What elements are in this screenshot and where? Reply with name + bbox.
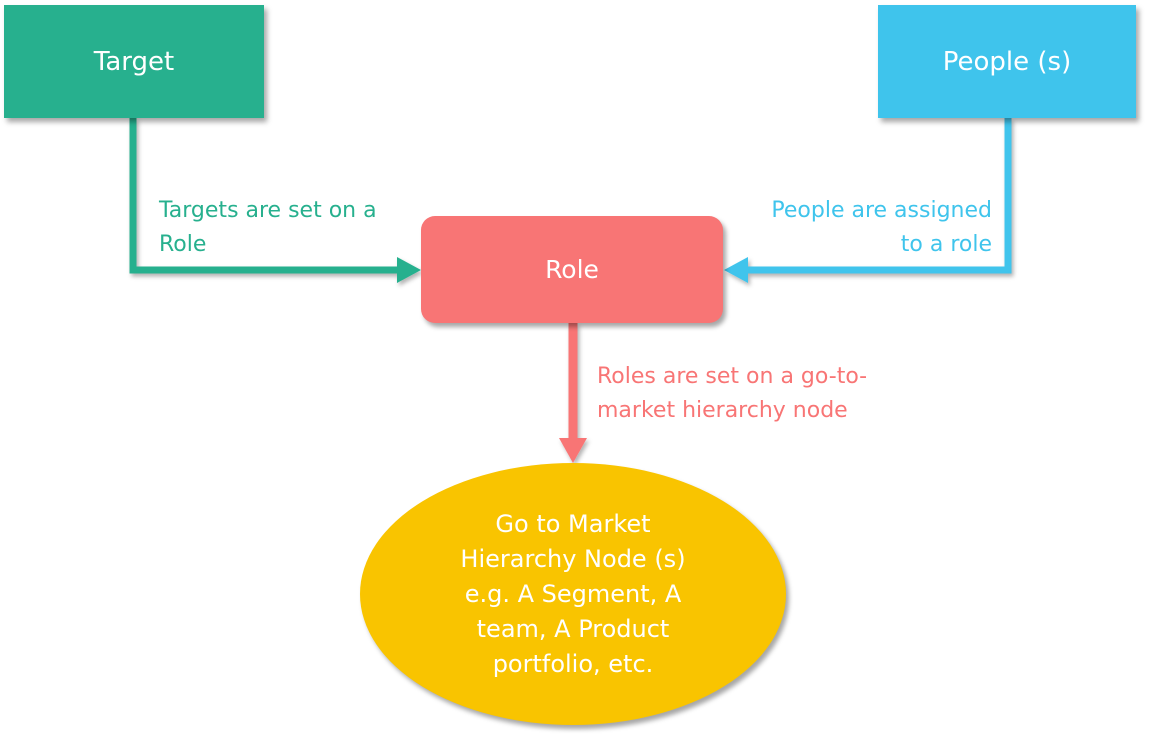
people-node: People (s) <box>878 5 1136 118</box>
people-node-label: People (s) <box>942 46 1072 77</box>
target-to-role-arrowhead <box>397 257 421 283</box>
people-to-role-connector <box>724 118 1012 283</box>
target-to-role-label: Targets are set on a Role <box>159 198 377 257</box>
target-node-label: Target <box>93 46 175 77</box>
people-to-role-arrowhead <box>724 257 748 283</box>
role-node: Role <box>421 216 723 323</box>
role-node-label: Role <box>545 255 599 284</box>
role-to-gtm-label: Roles are set on a go-to-market hierarch… <box>597 364 868 423</box>
people-to-role-label: People are assigned to a role <box>771 198 992 257</box>
target-node: Target <box>4 5 264 118</box>
target-to-role-line <box>129 118 398 274</box>
role-to-gtm-arrowhead <box>559 438 587 463</box>
people-to-role-line <box>747 118 1012 274</box>
gtm-hierarchy-node: Go to Market Hierarchy Node (s) e.g. A S… <box>360 463 786 725</box>
gtm-hierarchy-node-label: Go to Market Hierarchy Node (s) e.g. A S… <box>460 509 686 678</box>
role-to-gtm-connector <box>559 323 587 463</box>
target-to-role-connector <box>129 118 421 283</box>
